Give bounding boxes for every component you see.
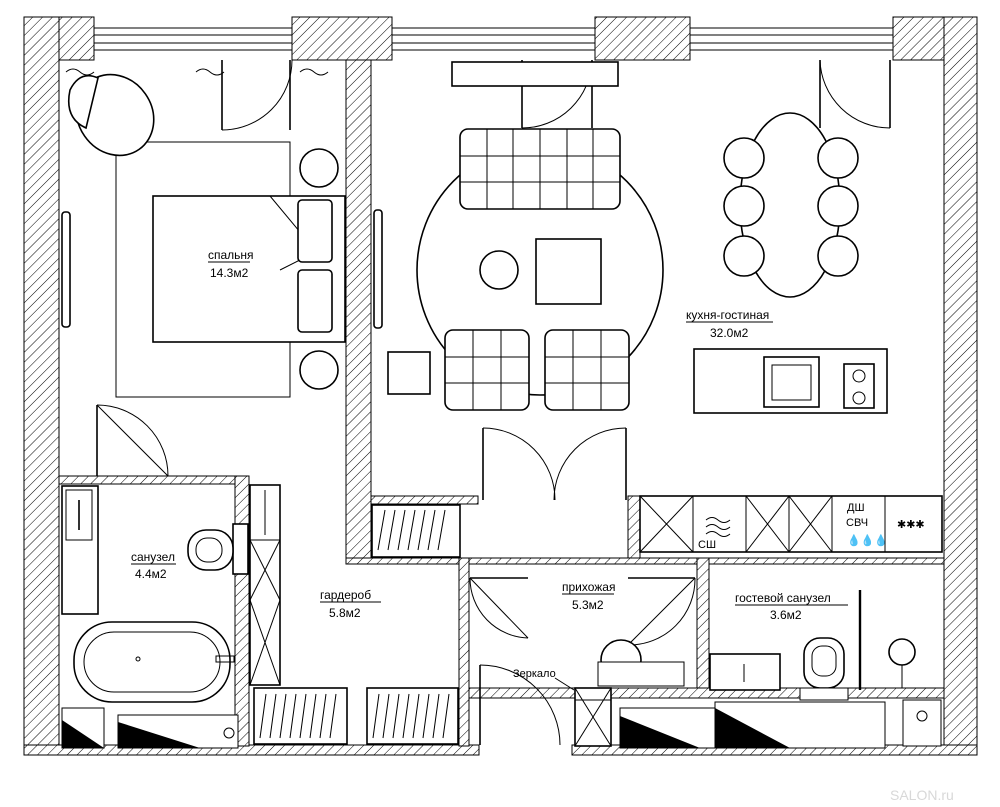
dining-chairs bbox=[723, 137, 859, 277]
dishwasher-label: ДШ bbox=[847, 502, 865, 514]
wall-bedroom-living bbox=[345, 59, 372, 561]
bathroom-area: 4.4м2 bbox=[135, 567, 167, 581]
curtain-bedroom bbox=[65, 68, 329, 76]
window-bedroom bbox=[93, 27, 293, 51]
washer-label: СШ bbox=[698, 539, 716, 551]
living-furniture bbox=[373, 61, 888, 414]
guest-bathroom-name: гостевой санузел bbox=[735, 591, 831, 605]
window-living-2 bbox=[689, 27, 894, 51]
guest-vanity bbox=[709, 653, 781, 691]
sofa-top bbox=[459, 128, 621, 210]
wardrobe-fixtures bbox=[249, 484, 461, 745]
kitchen-row bbox=[639, 495, 943, 553]
bathroom-name: санузел bbox=[131, 550, 175, 564]
guest-bathroom-area: 3.6м2 bbox=[770, 608, 802, 622]
hallway-area: 5.3м2 bbox=[572, 598, 604, 612]
kitchen-living-area: 32.0м2 bbox=[710, 326, 749, 340]
hall-console bbox=[597, 661, 685, 687]
wardrobe-rack-top bbox=[371, 504, 461, 558]
wall-north-mid1 bbox=[291, 16, 393, 61]
wall-living-south bbox=[370, 495, 479, 505]
wall-south-left bbox=[23, 744, 480, 756]
pillow-1 bbox=[297, 199, 333, 263]
toilet-tank bbox=[232, 523, 249, 575]
wardrobe-name: гардероб bbox=[320, 588, 371, 602]
watermark: SALON.ru bbox=[890, 787, 954, 803]
door-living-left[interactable] bbox=[482, 427, 556, 501]
pillow-2 bbox=[297, 269, 333, 333]
microwave-label: СВЧ bbox=[846, 517, 868, 529]
radiator-living bbox=[373, 209, 383, 329]
bathtub bbox=[73, 621, 231, 703]
mirror-label: Зеркало bbox=[513, 668, 556, 680]
armchair-bedroom bbox=[67, 73, 155, 157]
wall-hall-top bbox=[345, 557, 945, 565]
door-hall-left[interactable] bbox=[469, 577, 529, 639]
shower-panel bbox=[61, 485, 99, 615]
wall-bath-top bbox=[58, 475, 250, 485]
nightstand-top bbox=[299, 148, 339, 188]
mirror-line bbox=[554, 677, 575, 691]
side-table bbox=[479, 250, 519, 290]
hallway-name: прихожая bbox=[562, 580, 615, 594]
lamp-table bbox=[387, 351, 431, 395]
room-labels: спальня 14.3м2 кухня-гостиная 32.0м2 сан… bbox=[131, 248, 925, 680]
hob-unit bbox=[884, 495, 943, 553]
wall-hall-right bbox=[696, 557, 710, 689]
wall-bath-right bbox=[234, 475, 250, 747]
door-living-balcony-2[interactable] bbox=[819, 59, 891, 129]
bedroom-name: спальня bbox=[208, 248, 254, 262]
wardrobe-area: 5.8м2 bbox=[329, 606, 361, 620]
door-living-right[interactable] bbox=[553, 427, 627, 501]
toilet bbox=[187, 529, 234, 571]
wall-hall-bottom bbox=[468, 687, 945, 699]
sofa-bottom-right bbox=[544, 329, 630, 411]
doors[interactable] bbox=[96, 59, 891, 746]
guest-bath-fixtures bbox=[709, 590, 942, 749]
wall-living-south-r bbox=[627, 495, 641, 561]
door-hall-right[interactable] bbox=[627, 577, 696, 646]
hob bbox=[843, 363, 875, 409]
drops-label: 💧💧💧 bbox=[847, 534, 888, 547]
radiator-bedroom bbox=[61, 211, 71, 328]
bedroom-furniture bbox=[61, 68, 346, 398]
nightstand-bottom bbox=[299, 350, 339, 390]
window-living-1 bbox=[391, 27, 596, 51]
hob-marks-label: ✱✱✱ bbox=[897, 519, 925, 531]
coffee-table bbox=[535, 238, 602, 305]
kitchen-living-name: кухня-гостиная bbox=[686, 308, 769, 322]
sofa-bottom-left bbox=[444, 329, 530, 411]
door-bedroom-balcony[interactable] bbox=[221, 59, 293, 131]
wall-hall-left bbox=[458, 557, 470, 747]
bedroom-area: 14.3м2 bbox=[210, 266, 249, 280]
guest-shower-drain bbox=[888, 638, 916, 666]
wardrobe-rack-bottom-2 bbox=[366, 687, 459, 745]
bathroom-fixtures bbox=[61, 485, 249, 749]
wall-west bbox=[23, 16, 60, 753]
guest-sink bbox=[902, 699, 942, 747]
wall-east bbox=[943, 16, 978, 753]
wall-north-mid2 bbox=[594, 16, 691, 61]
door-bathroom[interactable] bbox=[96, 404, 169, 477]
tv-unit bbox=[451, 61, 619, 87]
door-entrance[interactable] bbox=[479, 664, 561, 746]
walls bbox=[23, 16, 978, 756]
